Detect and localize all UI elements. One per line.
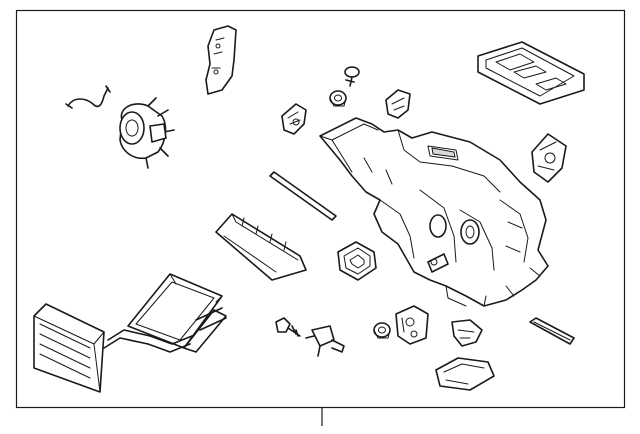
drain-shield-part — [435, 357, 495, 391]
actuator-b-part — [385, 89, 411, 119]
connector-block-part — [395, 305, 429, 345]
blower-motor-part — [119, 97, 175, 169]
grommet-part — [329, 90, 347, 107]
seal-ring-part — [337, 241, 377, 281]
grommet-2-part — [373, 322, 391, 339]
diagram-frame — [15, 9, 626, 409]
screw-part — [344, 66, 360, 87]
seal-strip-part — [269, 171, 337, 221]
expansion-valve-part — [305, 325, 345, 357]
wire-harness-part — [65, 85, 111, 109]
gasket-part — [529, 317, 575, 345]
clip-part — [451, 319, 483, 347]
bolt-part — [275, 317, 301, 337]
mounting-bracket-part — [205, 25, 237, 95]
cabin-filter-part — [33, 303, 105, 393]
actuator-c-part — [531, 133, 567, 183]
evaporator-core-part — [103, 273, 227, 353]
duct-part — [215, 213, 307, 281]
filter-door-part — [477, 41, 585, 105]
actuator-a-part — [281, 103, 307, 135]
hvac-housing-part — [319, 117, 549, 307]
